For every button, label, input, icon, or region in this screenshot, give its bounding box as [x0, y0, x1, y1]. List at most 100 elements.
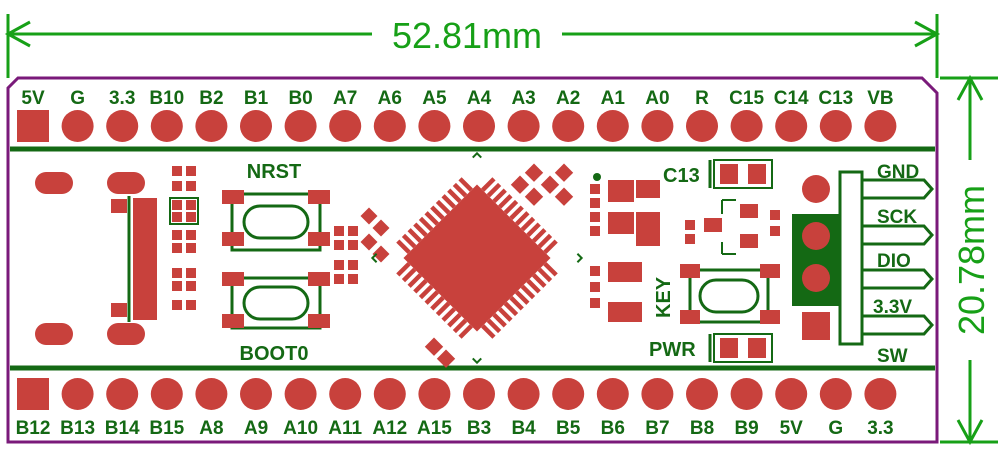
- top-pin-pad-6: [240, 110, 272, 142]
- swd-label-33v: 3.3V: [873, 297, 912, 318]
- mcu-pin: [396, 262, 411, 277]
- top-pin-label-18: C14: [774, 88, 809, 109]
- pwr-led: [708, 333, 773, 363]
- bottom-pin-pad-15: [641, 378, 674, 410]
- mcu-pin: [458, 324, 473, 339]
- mcu-pin: [452, 182, 468, 198]
- top-pin-pad-16: [686, 110, 718, 142]
- mcu-pin: [401, 267, 417, 283]
- mcu-pin: [447, 188, 462, 204]
- height-dimension: 20.78mm: [940, 74, 998, 446]
- mcu-pin: [430, 296, 445, 311]
- mcu-pin: [515, 290, 530, 305]
- mcu-pin: [418, 284, 434, 300]
- mcu-pin: [424, 211, 439, 226]
- bottom-pin-label-9: A12: [372, 418, 407, 439]
- swd-header: [792, 170, 935, 346]
- width-dimension-label: 52.81mm: [392, 15, 542, 56]
- bottom-pin-label-13: B5: [556, 418, 581, 439]
- bottom-pin-pad-19: [819, 378, 852, 410]
- top-pin-label-1: 5V: [21, 88, 45, 109]
- nrst-label: NRST: [247, 161, 301, 183]
- mcu-pin: [396, 239, 411, 254]
- bottom-pin-label-15: B7: [645, 418, 669, 439]
- top-pin-label-19: C13: [818, 88, 853, 109]
- bottom-pin-pad-3: [106, 378, 139, 410]
- top-pin-label-8: A7: [333, 88, 357, 109]
- top-pin-pad-5: [195, 110, 228, 142]
- mcu-pin: [537, 233, 553, 249]
- usb-connector: [35, 172, 157, 345]
- bottom-pin-pad-13: [552, 378, 585, 410]
- top-pin-label-16: R: [695, 88, 709, 109]
- top-pin-pad-1: [17, 110, 49, 142]
- bottom-pin-pad-14: [596, 378, 629, 410]
- nrst-button: [222, 190, 330, 252]
- bottom-pin-pad-8: [329, 378, 362, 410]
- bottom-pin-label-7: A10: [283, 418, 318, 439]
- mcu-pin: [526, 279, 541, 294]
- top-pin-pad-9: [373, 110, 406, 142]
- top-pin-pad-4: [150, 110, 183, 142]
- bottom-pin-label-19: G: [828, 418, 843, 439]
- top-pin-label-17: C15: [729, 88, 764, 109]
- mcu-pin: [486, 182, 502, 198]
- top-pin-pad-7: [284, 110, 317, 142]
- bottom-pin-label-11: B3: [467, 418, 491, 439]
- mcu-pin: [492, 312, 507, 328]
- top-pin-pad-18: [775, 110, 808, 142]
- mcu-pin: [441, 194, 456, 209]
- bottom-pin-pad-12: [507, 378, 540, 410]
- bottom-pin-pad-16: [686, 378, 718, 410]
- c13-led-label: C13: [663, 165, 700, 187]
- bottom-pin-label-6: A9: [244, 418, 268, 439]
- mcu-pin: [424, 290, 439, 305]
- top-pin-label-2: G: [70, 88, 85, 109]
- bottom-pin-pad-4: [150, 378, 183, 410]
- mcu-pin: [486, 318, 502, 334]
- top-pin-label-11: A4: [467, 88, 492, 109]
- top-pin-pad-8: [329, 110, 362, 142]
- swd-label-dio: DIO: [877, 251, 911, 272]
- top-pin-pad-10: [418, 110, 451, 142]
- mcu-pin: [503, 301, 519, 317]
- top-pin-label-3: 3.3: [109, 88, 135, 109]
- bottom-pin-label-4: B15: [149, 418, 184, 439]
- mcu-pin: [407, 273, 423, 288]
- mcu-pin: [481, 324, 496, 339]
- mcu-pin: [543, 262, 558, 277]
- regulator-area: [590, 173, 660, 322]
- top-pin-pad-15: [641, 110, 674, 142]
- mcu-pin: [509, 205, 524, 220]
- bottom-pin-pad-18: [775, 378, 808, 410]
- mcu-pin: [492, 188, 507, 204]
- bottom-pin-label-10: A15: [417, 418, 452, 439]
- bottom-pin-pad-7: [284, 378, 317, 410]
- mcu-pin: [441, 307, 456, 322]
- mcu-pin: [435, 301, 451, 317]
- bottom-pin-label-12: B4: [511, 418, 536, 439]
- boot0-label: BOOT0: [240, 343, 309, 365]
- bottom-pin-pad-2: [61, 378, 94, 410]
- top-pin-pad-2: [61, 110, 94, 142]
- top-pin-pad-17: [730, 110, 763, 142]
- top-pin-label-20: VB: [867, 88, 893, 109]
- bottom-pin-pad-6: [240, 378, 272, 410]
- led-driver: [685, 204, 780, 248]
- mcu-pin: [537, 267, 553, 283]
- bottom-pin-label-18: 5V: [780, 418, 804, 439]
- bottom-pin-pad-10: [418, 378, 451, 410]
- mcu-pin: [481, 177, 496, 192]
- top-pin-label-13: A2: [556, 88, 580, 109]
- mcu-pin: [531, 228, 547, 243]
- top-pin-pad-20: [864, 110, 897, 142]
- bottom-pin-label-8: A11: [328, 418, 362, 439]
- mcu-pin: [430, 205, 445, 220]
- bottom-pin-label-3: B14: [105, 418, 140, 439]
- mcu-pin: [509, 296, 524, 311]
- c13-led: [708, 159, 773, 189]
- bottom-pin-label-20: 3.3: [867, 418, 893, 439]
- mcu-pin: [452, 318, 468, 334]
